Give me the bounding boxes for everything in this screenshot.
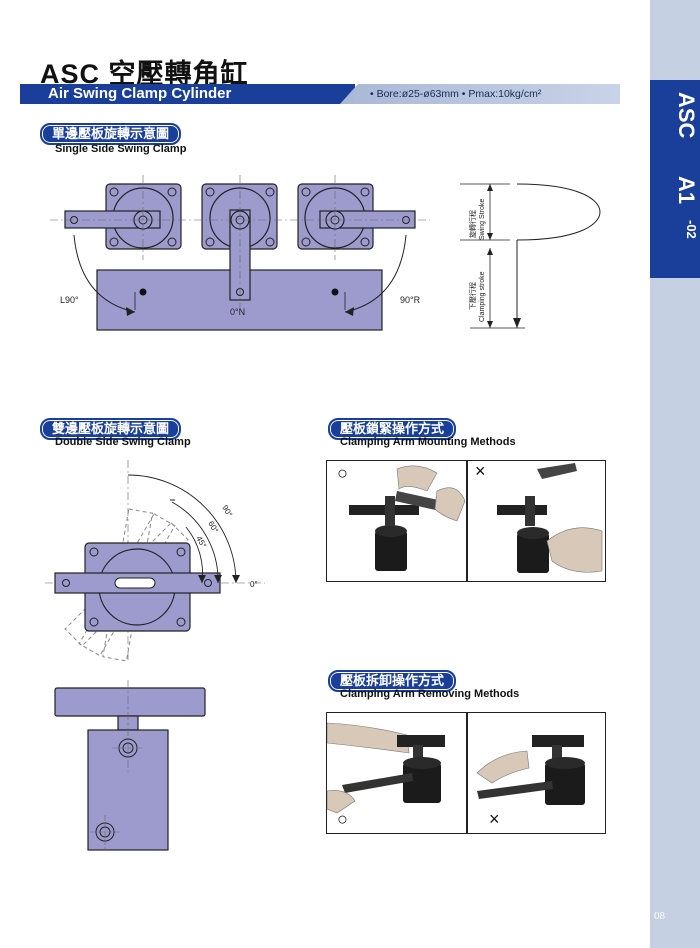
single-side-title-zh: 單邊壓板旋轉示意圖 <box>40 123 182 145</box>
correct-mark: ○ <box>337 463 348 483</box>
removing-photos: ○ × <box>326 712 606 834</box>
angle-90: 90° <box>220 504 234 519</box>
label-center-0: 0°N <box>230 307 245 317</box>
sidebar-sub: -02 <box>684 220 699 239</box>
double-side-title-en: Double Side Swing Clamp <box>55 436 191 448</box>
label-right-90: 90°R <box>400 295 421 305</box>
label-left-90: L90° <box>60 295 79 305</box>
wrong-mark-removing: × <box>489 809 500 829</box>
removing-title-zh: 壓板拆卸操作方式 <box>328 670 457 692</box>
swing-stroke-zh: 旋轉行程 <box>468 210 477 238</box>
removing-title-en: Clamping Arm Removing Methods <box>340 688 520 700</box>
mounting-title-en: Clamping Arm Mounting Methods <box>340 436 516 448</box>
sidebar-tab <box>650 80 700 278</box>
double-side-rotation-diagram: 90° 60° 45° 0° <box>45 460 265 662</box>
angle-45: 45° <box>194 535 208 550</box>
mounting-photos: ○ × <box>326 460 606 582</box>
removing-illustration <box>327 722 585 814</box>
swing-stroke-en: Swing Stroke <box>479 199 486 240</box>
correct-mark-removing: ○ <box>337 809 348 829</box>
clamp-stroke-zh: 下壓行程 <box>468 282 477 310</box>
subtitle-bar-light <box>340 84 620 104</box>
angle-0: 0° <box>250 580 258 589</box>
clamp-stroke-en: Clamping stroke <box>479 271 486 322</box>
mounting-illustration <box>349 463 603 573</box>
sidebar-code: A1 <box>674 176 699 205</box>
mounting-title-zh: 壓板鎖緊操作方式 <box>328 418 457 440</box>
double-side-title-zh: 雙邊壓板旋轉示意圖 <box>40 418 182 440</box>
double-side-side-view <box>54 680 206 851</box>
single-side-diagram: L90° 0°N 90°R 旋轉行程 Swing Stroke 下壓行程 Cla… <box>50 175 601 331</box>
angle-60: 60° <box>206 520 220 535</box>
wrong-mark: × <box>475 461 486 481</box>
subtitle-bar-blue <box>20 84 355 104</box>
subtitle: Air Swing Clamp Cylinder <box>48 85 232 102</box>
sidebar-series: ASC <box>674 92 699 139</box>
single-side-title-en: Single Side Swing Clamp <box>55 143 187 155</box>
subtitle-bar: Air Swing Clamp Cylinder • Bore:ø25-ø63m… <box>20 84 620 104</box>
spec-text: • Bore:ø25-ø63mm • Pmax:10kg/cm² <box>370 88 542 100</box>
page-number: 08 <box>654 910 665 922</box>
